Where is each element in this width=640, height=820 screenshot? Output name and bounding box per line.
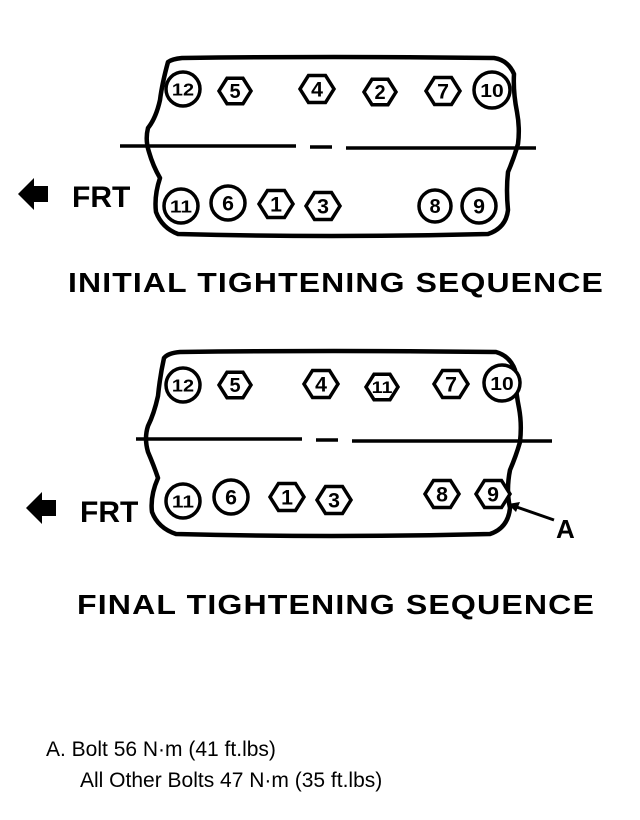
bolt-initial-top-1: 12 <box>164 70 202 108</box>
bolt-final-top-3: 4 <box>301 368 341 400</box>
bolt-final-bottom-4: 3 <box>314 484 354 516</box>
hex-bolt-head <box>423 75 463 107</box>
arrow-left-icon <box>18 178 48 210</box>
bolt-number: 3 <box>317 195 329 219</box>
hex-bolt-head <box>363 372 401 402</box>
round-bolt-head <box>472 70 512 110</box>
bolt-number: 3 <box>328 489 340 513</box>
head-centerline <box>120 144 536 150</box>
hex-bolt-head <box>256 188 296 220</box>
hex-bolt-head <box>216 76 254 106</box>
hex-bolt-head <box>267 481 307 513</box>
round-bolt-head <box>212 478 250 516</box>
bolt-number: 1 <box>281 486 293 510</box>
hex-bolt-head <box>431 368 471 400</box>
front-label: FRT <box>72 181 130 214</box>
note-bolt-a: A. Bolt 56 N·m (41 ft.lbs) <box>46 738 276 761</box>
bolt-final-top-5: 7 <box>431 368 471 400</box>
bolt-number: 5 <box>229 375 240 397</box>
bolt-initial-top-6: 10 <box>472 70 512 110</box>
hex-bolt-head <box>303 190 343 222</box>
callout-arrowhead <box>508 502 520 512</box>
initial-sequence-diagram: FRT 12 5 4 2 7 10 11 6 1 3 8 9 INITIAL T… <box>18 54 604 298</box>
bolt-initial-bottom-6: 9 <box>460 187 498 225</box>
round-bolt-head <box>209 184 247 222</box>
head-centerline <box>136 437 552 443</box>
initial-top-row: 12 5 4 2 7 10 <box>164 70 512 110</box>
bolt-final-bottom-1: 11 <box>164 482 202 520</box>
bolt-initial-bottom-2: 6 <box>209 184 247 222</box>
torque-notes: A. Bolt 56 N·m (41 ft.lbs) All Other Bol… <box>46 734 382 796</box>
bolt-number: 11 <box>172 491 194 511</box>
bolt-number: 5 <box>229 81 240 103</box>
final-sequence-diagram: FRT 12 5 4 11 7 10 11 6 1 3 8 9 A FINAL … <box>26 348 595 620</box>
bolt-number: 4 <box>315 373 327 397</box>
hex-bolt-head <box>422 478 462 510</box>
final-top-row: 12 5 4 11 7 10 <box>164 363 522 404</box>
final-bottom-row: 11 6 1 3 8 9 <box>164 478 513 520</box>
bolt-number: 6 <box>225 486 237 510</box>
bolt-number: 2 <box>374 82 385 104</box>
round-bolt-head <box>417 188 453 224</box>
front-label: FRT <box>80 496 138 529</box>
hex-bolt-head <box>301 368 341 400</box>
round-bolt-head <box>164 482 202 520</box>
bolt-final-top-2: 5 <box>216 370 254 400</box>
bolt-number: 11 <box>372 378 393 397</box>
bolt-final-bottom-6: 9 <box>473 478 513 510</box>
round-bolt-head <box>164 366 202 404</box>
bolt-number: 4 <box>311 78 323 102</box>
bolt-number: 7 <box>445 373 457 397</box>
round-bolt-head <box>164 70 202 108</box>
bolt-number: 12 <box>172 375 194 395</box>
bolt-final-top-1: 12 <box>164 366 202 404</box>
bolt-final-bottom-2: 6 <box>212 478 250 516</box>
bolt-initial-top-2: 5 <box>216 76 254 106</box>
bolt-number: 8 <box>436 483 448 507</box>
hex-bolt-head <box>216 370 254 400</box>
bolt-final-bottom-3: 1 <box>267 481 307 513</box>
hex-bolt-head <box>297 73 337 105</box>
bolt-initial-top-5: 7 <box>423 75 463 107</box>
bolt-initial-bottom-5: 8 <box>417 188 453 224</box>
bolt-final-top-6: 10 <box>482 363 522 403</box>
bolt-initial-top-3: 4 <box>297 73 337 105</box>
bolt-number: 11 <box>170 196 192 216</box>
cylinder-head-outline <box>143 348 524 539</box>
bolt-number: 1 <box>270 193 282 217</box>
callout-label: A <box>556 514 575 544</box>
round-bolt-head <box>162 187 200 225</box>
round-bolt-head <box>482 363 522 403</box>
initial-bottom-row: 11 6 1 3 8 9 <box>162 184 498 225</box>
cylinder-head-outline <box>144 54 522 239</box>
initial-caption: INITIAL TIGHTENING SEQUENCE <box>68 267 604 298</box>
bolt-initial-bottom-3: 1 <box>256 188 296 220</box>
bolt-initial-bottom-1: 11 <box>162 187 200 225</box>
hex-bolt-head <box>314 484 354 516</box>
bolt-number: 12 <box>172 79 194 99</box>
bolt-number: 6 <box>222 192 234 216</box>
bolt-number: 7 <box>437 80 449 104</box>
bolt-number: 10 <box>490 374 513 395</box>
round-bolt-head <box>460 187 498 225</box>
bolt-number: 10 <box>480 81 503 102</box>
bolt-final-top-4: 11 <box>363 372 401 402</box>
bolt-initial-bottom-4: 3 <box>303 190 343 222</box>
bolt-number: 8 <box>429 196 440 218</box>
hex-bolt-head <box>361 77 399 107</box>
bolt-number: 9 <box>473 195 485 219</box>
bolt-final-bottom-5: 8 <box>422 478 462 510</box>
note-other-bolts: All Other Bolts 47 N·m (35 ft.lbs) <box>80 769 383 792</box>
arrow-left-icon <box>26 492 56 524</box>
bolt-number: 9 <box>487 483 499 507</box>
final-caption: FINAL TIGHTENING SEQUENCE <box>77 589 595 620</box>
hex-bolt-head <box>473 478 513 510</box>
bolt-initial-top-4: 2 <box>361 77 399 107</box>
